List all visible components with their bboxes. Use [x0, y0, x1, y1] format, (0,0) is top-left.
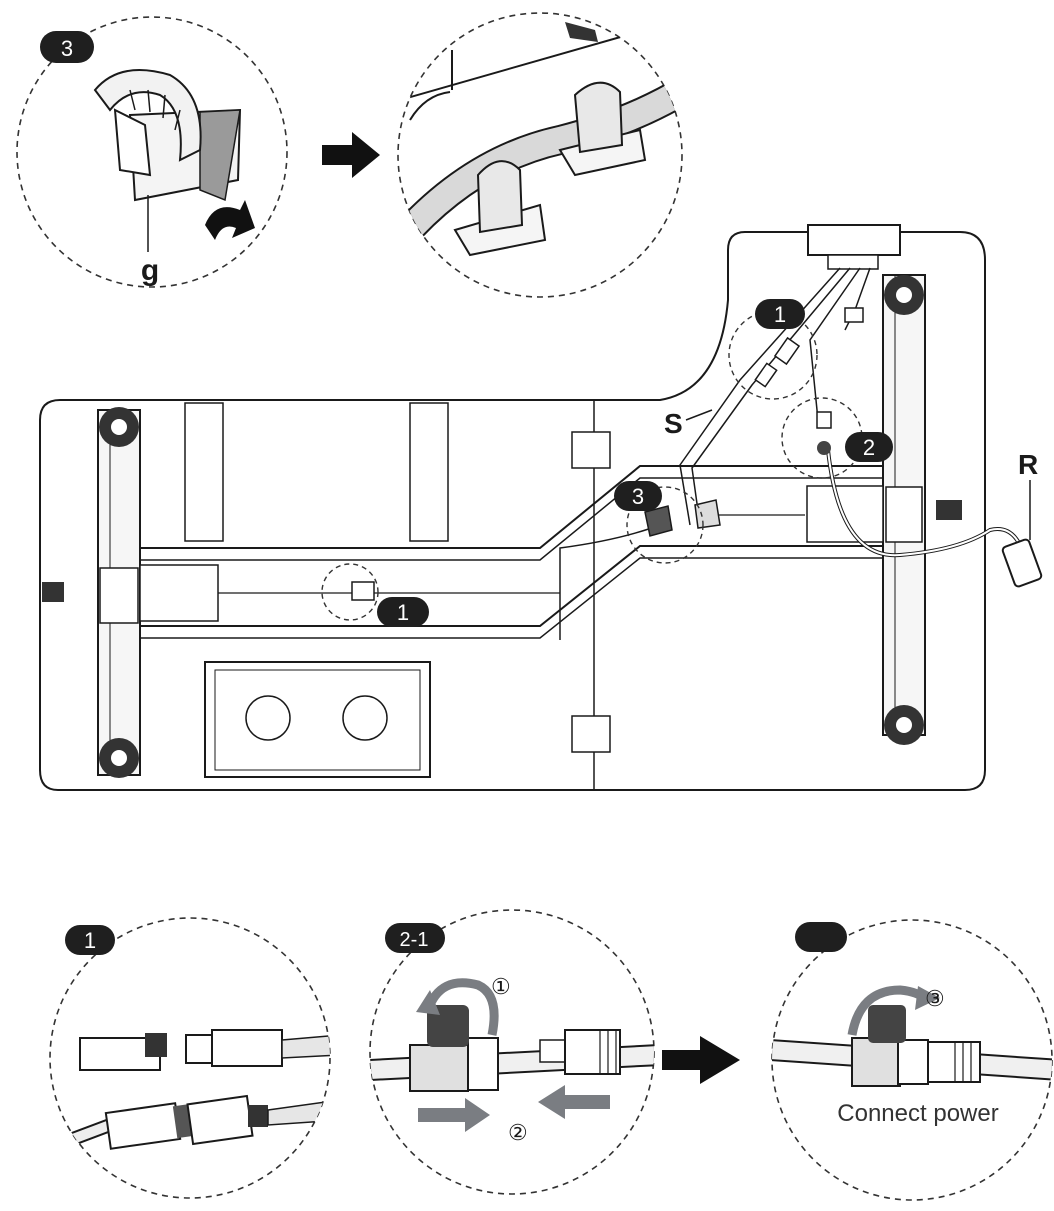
- badge-text: 1: [397, 600, 409, 625]
- badge-step1-bottom: 1: [65, 925, 115, 955]
- badge-text: 3: [632, 484, 644, 509]
- detail-circle-cable-clips: [397, 12, 683, 298]
- badge-step2-right: 2: [845, 432, 893, 462]
- arrow-right-icon: [662, 1036, 740, 1084]
- caption-connect-power: Connect power: [837, 1100, 998, 1127]
- badge-text: 2: [863, 435, 875, 460]
- desk-underside: S R: [39, 224, 1043, 791]
- label-r: R: [1018, 449, 1038, 480]
- detail-circle-connect-power: ③ Connect power: [771, 919, 1053, 1201]
- badge-step1-upper: 1: [755, 299, 805, 329]
- badge-step3-center: 3: [614, 481, 662, 511]
- label-s: S: [664, 408, 683, 439]
- badge-text: 1: [774, 302, 786, 327]
- badge-text: 1: [84, 928, 96, 953]
- label-g: g: [141, 254, 159, 287]
- step-marker-3: ③: [925, 986, 945, 1011]
- badge-text: 3: [61, 36, 73, 61]
- badge-step1-lower: 1: [377, 597, 429, 627]
- badge-step3-top: 3: [40, 31, 94, 63]
- step-marker-1: ①: [491, 974, 511, 999]
- arrow-right-icon: [322, 132, 380, 178]
- step-marker-2: ②: [508, 1120, 528, 1145]
- badge-blank-bottom: [795, 922, 847, 952]
- detail-circle-lock-connect: ① ②: [369, 909, 655, 1195]
- badge-text: 2-1: [400, 929, 429, 951]
- detail-circle-plug-pair: [49, 917, 331, 1199]
- badge-step2-1-bottom: 2-1: [385, 923, 445, 953]
- detail-circle-clip-mount: g: [16, 16, 288, 288]
